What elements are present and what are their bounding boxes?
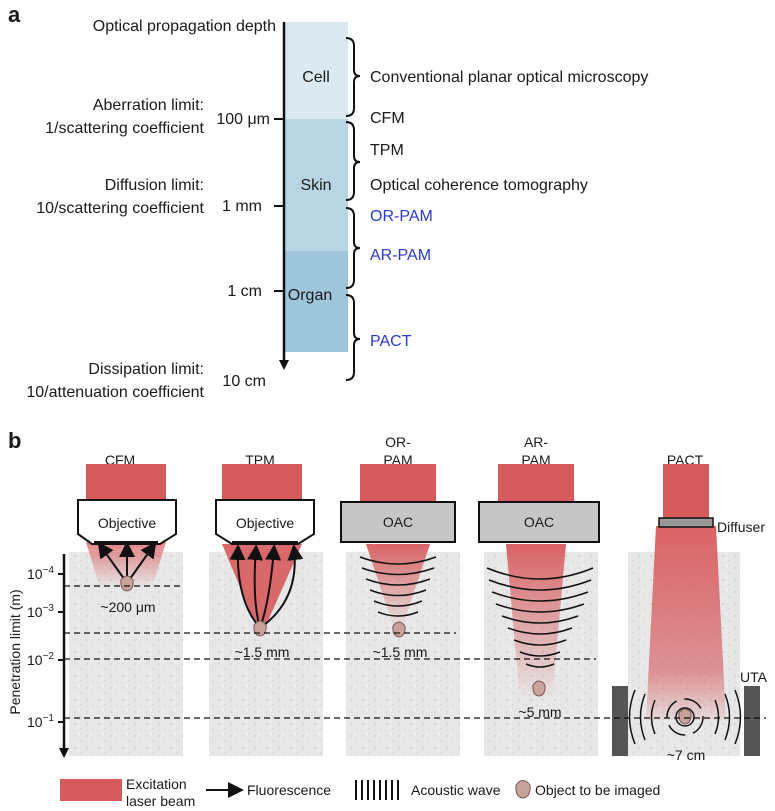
brace-tpm: [345, 121, 361, 201]
brace-pact: [345, 294, 361, 381]
depth-label-ar-pam: ~5 mm: [518, 704, 561, 720]
fluorescence-arrow-tpm-1: [229, 544, 261, 629]
aberration-limit-line2: 1/scattering coefficient: [45, 120, 204, 137]
acoustic-waves-ar-pam: [486, 567, 594, 668]
axis-tick-label-1e-3: 10−3: [27, 603, 54, 620]
depth-label-tpm: ~1.5 mm: [235, 644, 290, 660]
modality-pact: PACT: [370, 333, 412, 350]
panel-b: b CFM TPM OR- PAM AR- PAM PACT Objective…: [7, 428, 768, 763]
panel-a: a Cell Skin Organ Optical propagation de…: [8, 2, 648, 401]
object-ar-pam: [532, 680, 546, 697]
legend: Excitation laser beam Fluorescence Acous…: [60, 776, 660, 809]
objective-lens-cfm: [77, 499, 177, 545]
laser-beam-or-pam: [360, 464, 436, 502]
skin-region: [284, 119, 348, 251]
oac-or-pam: [340, 501, 456, 543]
fluorescence-arrow-tpm-4: [259, 544, 304, 629]
tissue-cell-label: Cell: [302, 69, 330, 86]
transducer-right: [744, 686, 760, 756]
modality-oct: Optical coherence tomography: [370, 177, 588, 194]
tick-label-1cm: 1 cm: [227, 283, 262, 300]
penetration-axis-label: Penetration limit (m): [7, 589, 23, 714]
oac-label-or-pam: OAC: [383, 514, 413, 530]
legend-acoustic-symbol: [355, 780, 399, 800]
modality-ar-pam: AR-PAM: [370, 247, 431, 264]
object-tpm: [253, 620, 267, 637]
object-cfm: [120, 575, 134, 592]
dissipation-limit-line2: 10/attenuation coefficient: [26, 384, 204, 401]
modality-or-pam: OR-PAM: [370, 208, 433, 225]
diffuser: [658, 517, 714, 528]
legend-object-icon: [515, 780, 531, 799]
transducer-left: [612, 686, 628, 756]
depth-label-pact: ~7 cm: [667, 747, 706, 763]
oac-ar-pam: [478, 501, 600, 543]
transducer-label: UTA: [740, 669, 768, 685]
modality-tpm: TPM: [370, 142, 404, 159]
legend-object-label: Object to be imaged: [535, 782, 660, 798]
depth-axis-arrow: [279, 360, 289, 370]
acoustic-waves-pact: [628, 689, 742, 745]
legend-laser-swatch: [60, 779, 122, 801]
laser-beam-tpm: [222, 464, 302, 500]
dissipation-limit-line1: Dissipation limit:: [88, 361, 204, 378]
column-title-or-pam-1: OR-: [385, 434, 411, 450]
object-or-pam: [392, 621, 406, 638]
laser-cone-tpm: [222, 544, 302, 630]
column-title-ar-pam-1: AR-: [524, 434, 548, 450]
laser-beam-ar-pam: [498, 464, 574, 502]
laser-diffused-pact: [646, 526, 726, 720]
axis-tick-label-1e-4: 10−4: [27, 565, 54, 582]
legend-laser-line1: Excitation: [126, 776, 187, 792]
modality-cfm: CFM: [370, 110, 405, 127]
depth-title: Optical propagation depth: [93, 18, 276, 35]
diffuser-label: Diffuser: [717, 519, 765, 535]
legend-laser-line2: laser beam: [126, 793, 195, 809]
objective-label-cfm: Objective: [98, 515, 157, 531]
aberration-limit-line1: Aberration limit:: [93, 97, 204, 114]
tick-label-10cm: 10 cm: [222, 373, 266, 390]
diffusion-limit-line2: 10/scattering coefficient: [36, 200, 204, 217]
axis-tick-label-1e-1: 10−1: [27, 713, 54, 730]
brace-conventional: [345, 37, 361, 117]
tick-label-100um: 100 μm: [216, 111, 270, 128]
laser-beam-pact: [663, 464, 709, 520]
laser-beam-cfm: [86, 464, 166, 500]
axis-tick-label-1e-2: 10−2: [27, 651, 54, 668]
objective-label-tpm: Objective: [236, 515, 295, 531]
depth-label-cfm: ~200 μm: [100, 599, 155, 615]
laser-cone-ar-pam: [506, 544, 566, 700]
tissue-organ-label: Organ: [288, 287, 332, 304]
panel-a-letter: a: [8, 2, 21, 27]
tick-label-1mm: 1 mm: [222, 198, 262, 215]
object-pact: [678, 708, 692, 725]
depth-label-or-pam: ~1.5 mm: [373, 644, 428, 660]
brace-or-pam: [345, 207, 361, 289]
modality-conventional: Conventional planar optical microscopy: [370, 69, 648, 86]
cell-region: [284, 22, 348, 119]
oac-label-ar-pam: OAC: [524, 514, 554, 530]
diffusion-limit-line1: Diffusion limit:: [105, 177, 204, 194]
acoustic-waves-or-pam: [359, 556, 437, 617]
fluorescence-arrow-cfm-3: [126, 541, 157, 584]
panel-b-letter: b: [8, 428, 21, 453]
penetration-axis-arrow: [59, 748, 69, 758]
legend-acoustic-label: Acoustic wave: [411, 782, 501, 798]
laser-cone-or-pam: [366, 544, 430, 628]
fluorescence-arrow-cfm-1: [97, 541, 128, 584]
organ-region: [284, 251, 348, 352]
legend-fluorescence-label: Fluorescence: [247, 782, 331, 798]
depth-dashed-lines: [64, 585, 766, 719]
tissue-skin-label: Skin: [300, 177, 331, 194]
